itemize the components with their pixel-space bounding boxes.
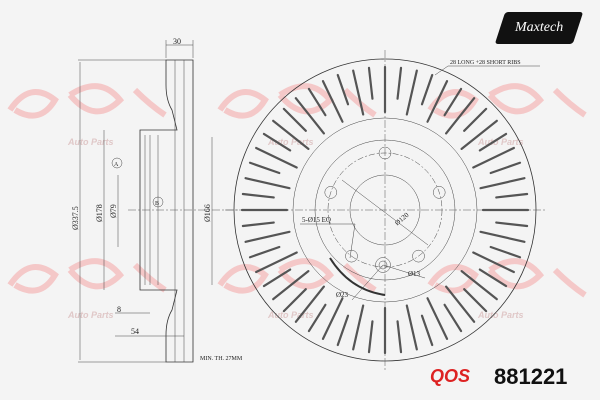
side-section-view: 30 Ø337.5 Ø178 Ø79 Ø166 8 54 A B MIN. TH…	[71, 37, 243, 363]
qos-logo: QOS	[430, 366, 471, 386]
rib-slot	[460, 119, 498, 150]
rib-slot	[420, 73, 434, 106]
small-hole	[378, 260, 388, 270]
rib-slot	[255, 251, 298, 274]
rib-slot	[321, 297, 344, 340]
rib-slot	[472, 146, 515, 169]
bolt-hole	[324, 186, 338, 199]
watermark-text: Auto Parts	[67, 137, 114, 147]
rib-slot	[495, 192, 529, 199]
rib-slot	[244, 177, 291, 190]
rib-slot	[272, 270, 310, 301]
watermark-text: Auto Parts	[477, 137, 524, 147]
rib-slot	[248, 161, 281, 175]
rib-slot	[495, 221, 529, 228]
dim-outer-diameter: Ø337.5	[71, 206, 80, 230]
bolt-hole	[378, 146, 392, 160]
rib-slot	[472, 251, 515, 274]
dim-inner-diameter: Ø166	[203, 204, 212, 222]
rib-slot	[294, 285, 325, 323]
small-hole-outer-note: Ø23	[336, 291, 349, 299]
rib-slot	[443, 87, 463, 117]
min-thickness: MIN. TH. 27MM	[200, 356, 243, 362]
rib-slot	[321, 80, 344, 123]
datum-a: A	[114, 162, 119, 168]
dim-hat-diameter: Ø178	[95, 204, 104, 222]
rib-slot	[307, 303, 327, 333]
part-number: 881221	[494, 364, 568, 389]
rib-slot	[478, 132, 508, 152]
rib-slot	[445, 285, 476, 323]
dim-center-bore: Ø79	[109, 204, 118, 218]
dim-offset: 54	[131, 327, 139, 336]
rib-slot	[405, 69, 418, 116]
watermark-text: Auto Parts	[267, 310, 314, 320]
rib-slot	[282, 107, 307, 132]
watermark-text: Auto Parts	[67, 310, 114, 320]
ribs-note: 28 LONG +28 SHORT RIBS	[450, 60, 521, 66]
rib-slot	[367, 66, 374, 100]
rib-slot	[479, 177, 526, 190]
bolt-holes-note: 5-Ø15 EQ	[302, 216, 331, 224]
bolt-hole	[412, 249, 425, 263]
rib-slot	[420, 314, 434, 347]
pcd-note: Ø120	[393, 211, 410, 227]
rib-slot	[307, 87, 327, 117]
datum-b: B	[155, 201, 159, 207]
rib-slot	[255, 146, 298, 169]
rib-slot	[336, 314, 350, 347]
rib-slot	[489, 161, 522, 175]
rib-slot	[336, 73, 350, 106]
rib-slot	[426, 80, 449, 123]
dim-hat-thickness: 8	[117, 305, 121, 314]
rib-slot	[241, 192, 275, 199]
rib-slot	[443, 303, 463, 333]
rib-slot	[396, 320, 403, 354]
rib-slot	[282, 288, 307, 313]
maxtech-logo: Maxtech	[494, 12, 584, 44]
rib-slot	[241, 221, 275, 228]
bolt-hole	[345, 249, 358, 263]
front-view: 28 LONG +28 SHORT RIBS 5-Ø15 EQ Ø120 Ø13…	[225, 50, 545, 370]
rib-slot	[262, 268, 292, 288]
bolt-hole	[432, 186, 446, 199]
rib-slot	[479, 230, 526, 243]
rib-slot	[405, 304, 418, 351]
rib-slot	[478, 268, 508, 288]
rib-slot	[352, 69, 365, 116]
watermark-text: Auto Parts	[477, 310, 524, 320]
rib-slot	[248, 245, 281, 259]
rib-slot	[352, 304, 365, 351]
rib-slot	[367, 320, 374, 354]
dim-width: 30	[173, 37, 181, 46]
rib-slot	[396, 66, 403, 100]
rib-slot	[262, 132, 292, 152]
rib-slot	[460, 270, 498, 301]
rib-slot	[463, 107, 488, 132]
small-hole	[375, 257, 391, 273]
rib-slot	[426, 297, 449, 340]
rib-slot	[272, 119, 310, 150]
small-hole-note: Ø13	[408, 270, 421, 278]
rib-slot	[244, 230, 291, 243]
rib-slot	[463, 288, 488, 313]
rib-slot	[445, 97, 476, 135]
rib-slot	[294, 97, 325, 135]
watermark-text: Auto Parts	[267, 137, 314, 147]
rib-slot	[489, 245, 522, 259]
